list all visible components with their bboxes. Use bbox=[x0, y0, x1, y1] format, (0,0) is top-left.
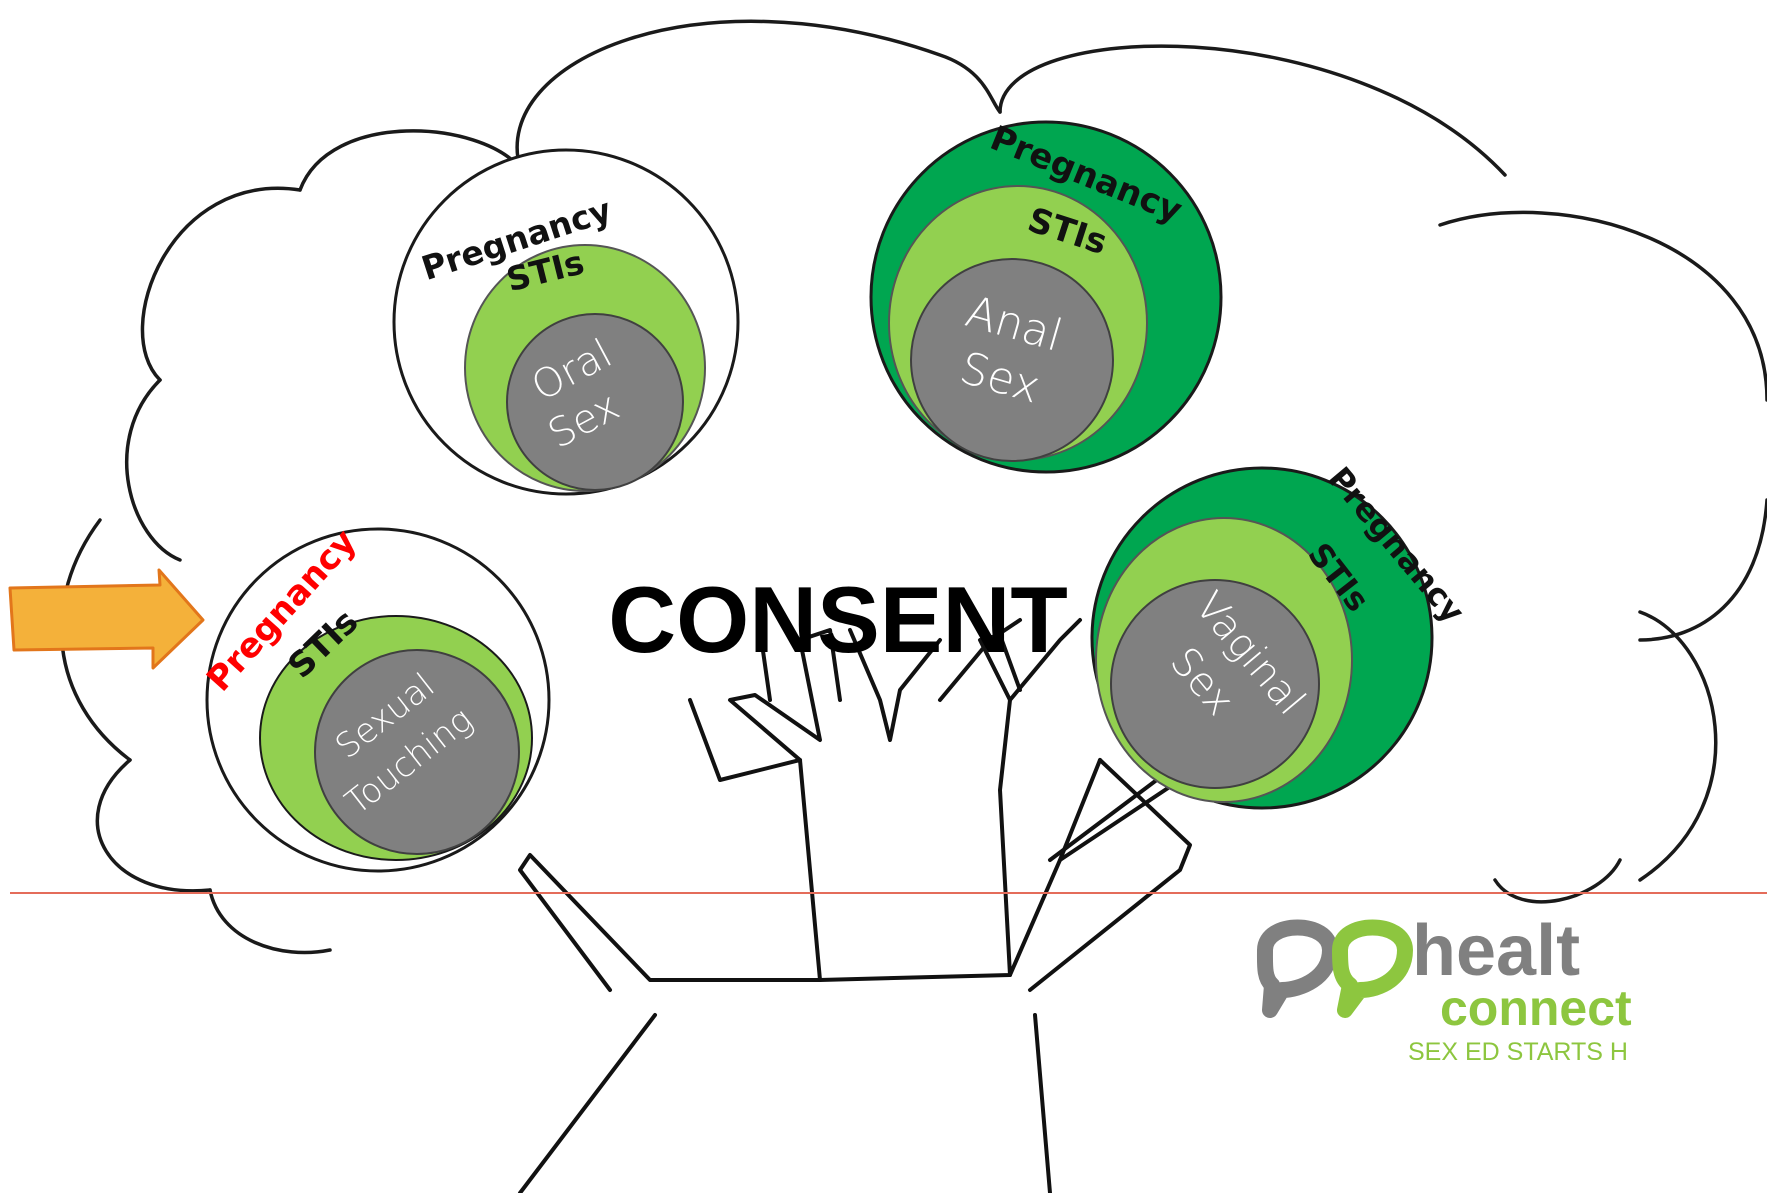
activity-core bbox=[314, 649, 520, 855]
logo-word-health: healt bbox=[1412, 911, 1580, 991]
activity-core bbox=[910, 258, 1114, 462]
circle-vaginal-sex: Pregnancy STIs Vaginal Sex bbox=[1090, 460, 1472, 810]
circle-sexual-touching: Pregnancy STIs Sexual Touching bbox=[199, 522, 551, 873]
logo-tagline: SEX ED STARTS H bbox=[1408, 1038, 1628, 1066]
circle-anal-sex: Pregnancy STIs Anal Sex bbox=[869, 118, 1223, 474]
logo-word-connect: connect bbox=[1440, 980, 1632, 1036]
circle-oral-sex: Pregnancy STIs Oral Sex bbox=[392, 148, 740, 496]
tree-crown bbox=[59, 19, 1767, 955]
activity-core bbox=[1110, 579, 1320, 789]
speech-bubble-icon bbox=[1256, 919, 1413, 1018]
activity-core bbox=[506, 313, 684, 491]
tree-trunk bbox=[518, 618, 1192, 1193]
logo: healt connect SEX ED STARTS H bbox=[1256, 911, 1632, 1066]
arrow-icon bbox=[8, 568, 205, 670]
consent-title: CONSENT bbox=[608, 567, 1068, 672]
